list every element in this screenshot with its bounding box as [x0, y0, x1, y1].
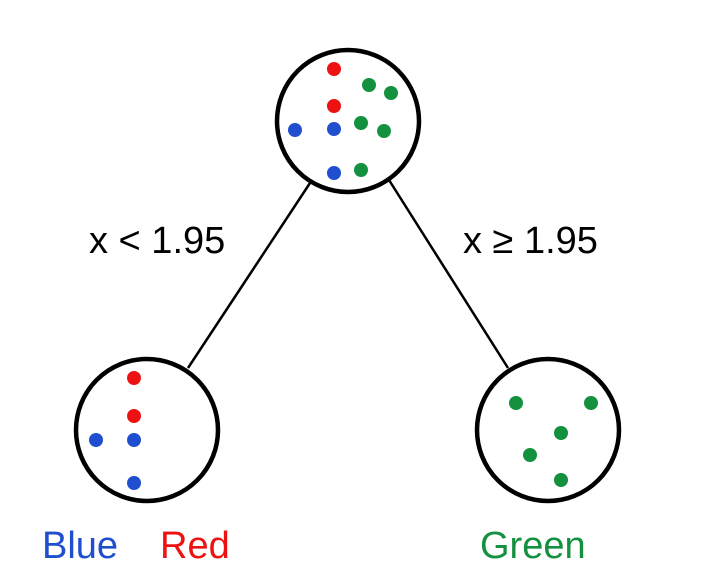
blue-point	[327, 166, 341, 180]
right-leaf-points	[509, 396, 598, 487]
left-split-condition: x < 1.95	[89, 220, 225, 262]
left-branch-edge	[186, 179, 314, 369]
blue-point	[127, 433, 141, 447]
green-point	[354, 116, 368, 130]
blue-point	[327, 122, 341, 136]
red-point	[127, 371, 141, 385]
green-point	[384, 86, 398, 100]
left-leaf-node	[73, 356, 221, 504]
right-split-condition: x ≥ 1.95	[463, 220, 598, 262]
root-node	[274, 47, 422, 195]
green-point	[584, 396, 598, 410]
class-label-red: Red	[160, 525, 230, 567]
red-point	[127, 409, 141, 423]
class-label-green: Green	[480, 525, 586, 567]
right-leaf-circle	[474, 356, 622, 504]
red-point	[327, 99, 341, 113]
blue-point	[288, 123, 302, 137]
green-point	[354, 163, 368, 177]
left-leaf-points	[89, 371, 141, 490]
class-label-blue: Blue	[42, 525, 118, 567]
left-leaf-circle	[73, 356, 221, 504]
blue-point	[127, 476, 141, 490]
root-node-points	[288, 62, 398, 180]
blue-point	[89, 433, 103, 447]
green-point	[362, 78, 376, 92]
green-point	[509, 396, 523, 410]
right-branch-edge	[387, 179, 510, 369]
right-leaf-node	[474, 356, 622, 504]
green-point	[554, 473, 568, 487]
green-point	[377, 124, 391, 138]
red-point	[327, 62, 341, 76]
green-point	[554, 426, 568, 440]
green-point	[523, 448, 537, 462]
root-node-circle	[274, 47, 422, 195]
